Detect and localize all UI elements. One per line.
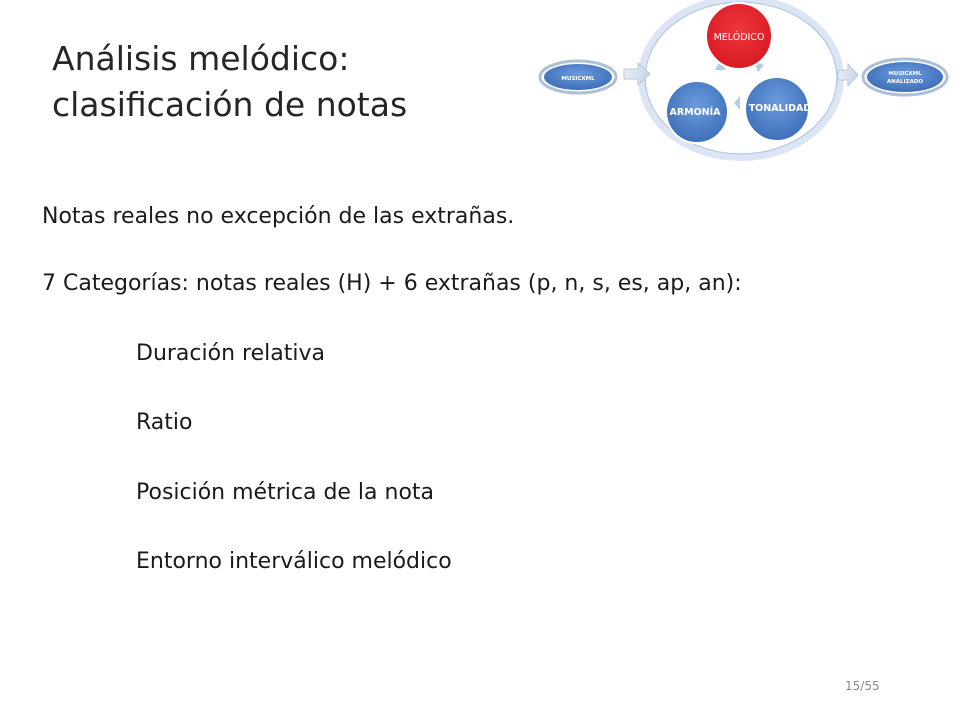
content-line-2: 7 Categorías: notas reales (H) + 6 extra… <box>42 271 742 296</box>
criterion-item-3: Posición métrica de la nota <box>136 480 435 505</box>
tonalidad-node: TONALIDAD <box>744 76 812 142</box>
output-node-label-1: MUSICXML <box>888 71 922 77</box>
input-arrow <box>623 61 651 87</box>
output-node: MUSICXML ANALIZADO <box>861 57 949 97</box>
input-node-label: MUSICXML <box>561 76 595 82</box>
slide-title: Análisis melódico: clasificación de nota… <box>52 36 522 128</box>
melodico-label: MELÓDICO <box>714 31 765 43</box>
cycle-arrow-bottom <box>734 96 740 110</box>
page-number: 15/55 <box>845 679 880 693</box>
criterion-item-4: Entorno interválico melódico <box>136 549 452 574</box>
process-diagram: MUSICXML MUSICXML ANALIZADO MELÓDICO ARM… <box>538 0 949 161</box>
input-node: MUSICXML <box>538 59 618 95</box>
criterion-item-1: Duración relativa <box>136 341 325 366</box>
melodico-node: MELÓDICO <box>705 2 773 70</box>
output-arrow <box>837 62 859 88</box>
output-node-label-2: ANALIZADO <box>887 79 923 85</box>
title-line-1: Análisis melódico: <box>52 39 350 78</box>
criterion-item-2: Ratio <box>136 410 193 435</box>
tonalidad-label: TONALIDAD <box>749 103 812 114</box>
armonia-label: ARMONÍA <box>669 106 721 118</box>
content-line-1: Notas reales no excepción de las extraña… <box>42 204 515 229</box>
armonia-node: ARMONÍA <box>665 80 729 144</box>
title-line-2: clasificación de notas <box>52 85 408 124</box>
cycle-arrow-top-left <box>715 61 726 70</box>
